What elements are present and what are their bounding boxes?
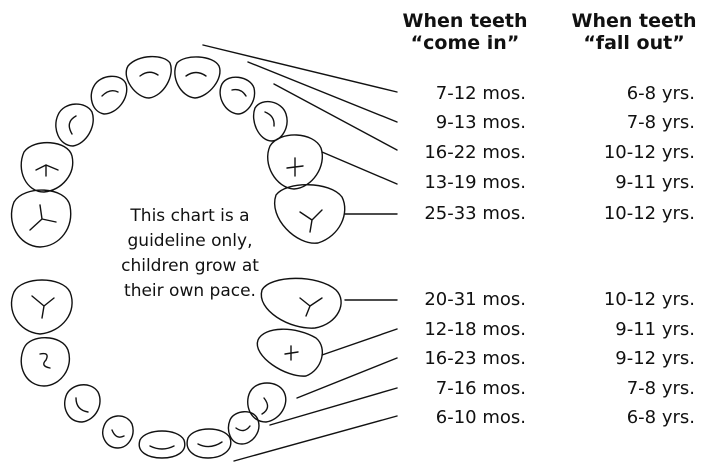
leader-line-upper-lateral-incisor [247,61,398,123]
leader-line-upper-first-molar [321,151,398,185]
upper-second-molar-come-in: 25-33 mos. [424,203,526,224]
tooth-lower-central-incisor-right [186,428,232,459]
leader-line-lower-first-molar [321,328,398,356]
tooth-upper-lateral-incisor-left [90,75,128,115]
lower-second-molar-come-in: 20-31 mos. [424,289,526,310]
guideline-note-line-4: their own pace. [124,281,256,301]
tooth-lower-canine-left [64,384,101,423]
leader-line-upper-central-incisor [202,44,398,93]
upper-central-incisor-come-in: 7-12 mos. [435,83,526,104]
tooth-lower-first-molar-right-mark [284,345,299,361]
upper-first-molar-fall-out: 9-11 yrs. [615,172,695,193]
upper-lateral-incisor-come-in: 9-13 mos. [435,112,526,133]
upper-first-molar-come-in: 13-19 mos. [424,172,526,193]
upper-central-incisor-fall-out: 6-8 yrs. [626,83,695,104]
tooth-lower-second-molar-right-mark [299,297,323,317]
upper-canine-come-in: 16-22 mos. [424,142,526,163]
upper-second-molar-fall-out: 10-12 yrs. [603,203,695,224]
lower-second-molar-fall-out: 10-12 yrs. [603,289,695,310]
tooth-upper-central-incisor-right [174,56,221,99]
tooth-upper-canine-right-mark [264,111,275,127]
tooth-upper-second-molar-right [273,184,346,244]
header-fall-out-line-1: When teeth [571,10,697,32]
tooth-lower-lateral-incisor-right [227,411,260,445]
tooth-lower-first-molar-left-mark [39,352,51,369]
lower-lateral-incisor-come-in: 7-16 mos. [435,378,526,399]
guideline-note-line-2: guideline only, [127,231,253,251]
lower-lateral-incisor-fall-out: 7-8 yrs. [626,378,695,399]
header-come-in-line-2: “come in” [410,32,520,54]
tooth-lower-lateral-incisor-left [102,415,134,449]
leader-line-lower-central-incisor [233,415,398,462]
tooth-upper-central-incisor-right-mark [185,71,207,77]
tooth-lower-lateral-incisor-right-mark [235,425,251,432]
tooth-upper-first-molar-left-mark [35,164,59,177]
lower-canine-fall-out: 9-12 yrs. [615,348,695,369]
tooth-upper-canine-left [55,103,94,147]
guideline-note: This chart is a guideline only, children… [100,204,280,304]
header-come-in-line-1: When teeth [402,10,528,32]
guideline-note-line-1: This chart is a [130,206,250,226]
tooth-upper-second-molar-left-mark [29,204,57,231]
header-come-in: When teeth “come in” [386,10,544,54]
tooth-lower-central-incisor-left-mark [149,445,175,450]
tooth-upper-central-incisor-left-mark [139,71,159,77]
lower-central-incisor-come-in: 6-10 mos. [435,407,526,428]
lower-canine-come-in: 16-23 mos. [424,348,526,369]
tooth-upper-lateral-incisor-right-mark [231,88,247,97]
leader-line-lower-canine [296,357,398,399]
tooth-lower-canine-left-mark [75,397,89,413]
tooth-upper-first-molar-left [20,141,74,193]
tooth-upper-second-molar-right-mark [299,209,323,233]
tooth-lower-second-molar-left-mark [31,295,55,319]
tooth-lower-canine-right [247,382,287,423]
tooth-lower-central-incisor-left [138,430,186,459]
tooth-lower-first-molar-left [20,337,71,387]
tooth-upper-lateral-incisor-left-mark [101,89,119,97]
tooth-lower-second-molar-right [260,277,342,329]
tooth-upper-canine-right [253,100,288,142]
tooth-upper-second-molar-left [10,189,72,248]
tooth-lower-central-incisor-right-mark [197,441,223,448]
upper-canine-fall-out: 10-12 yrs. [603,142,695,163]
tooth-upper-canine-left-mark [68,115,77,135]
tooth-upper-central-incisor-left [125,55,172,99]
header-fall-out: When teeth “fall out” [548,10,720,54]
upper-lateral-incisor-fall-out: 7-8 yrs. [626,112,695,133]
header-fall-out-line-2: “fall out” [583,32,685,54]
leader-line-upper-canine [273,83,398,151]
tooth-lower-lateral-incisor-left-mark [111,429,125,438]
tooth-upper-first-molar-right [267,134,323,190]
tooth-upper-lateral-incisor-right [219,76,256,115]
guideline-note-line-3: children grow at [121,256,259,276]
lower-first-molar-fall-out: 9-11 yrs. [615,319,695,340]
lower-first-molar-come-in: 12-18 mos. [424,319,526,340]
tooth-lower-second-molar-left [10,279,73,335]
tooth-upper-first-molar-right-mark [286,157,304,177]
tooth-lower-canine-right-mark [261,397,269,415]
leader-line-lower-lateral-incisor [269,387,398,426]
lower-central-incisor-fall-out: 6-8 yrs. [626,407,695,428]
tooth-lower-first-molar-right [256,328,324,377]
